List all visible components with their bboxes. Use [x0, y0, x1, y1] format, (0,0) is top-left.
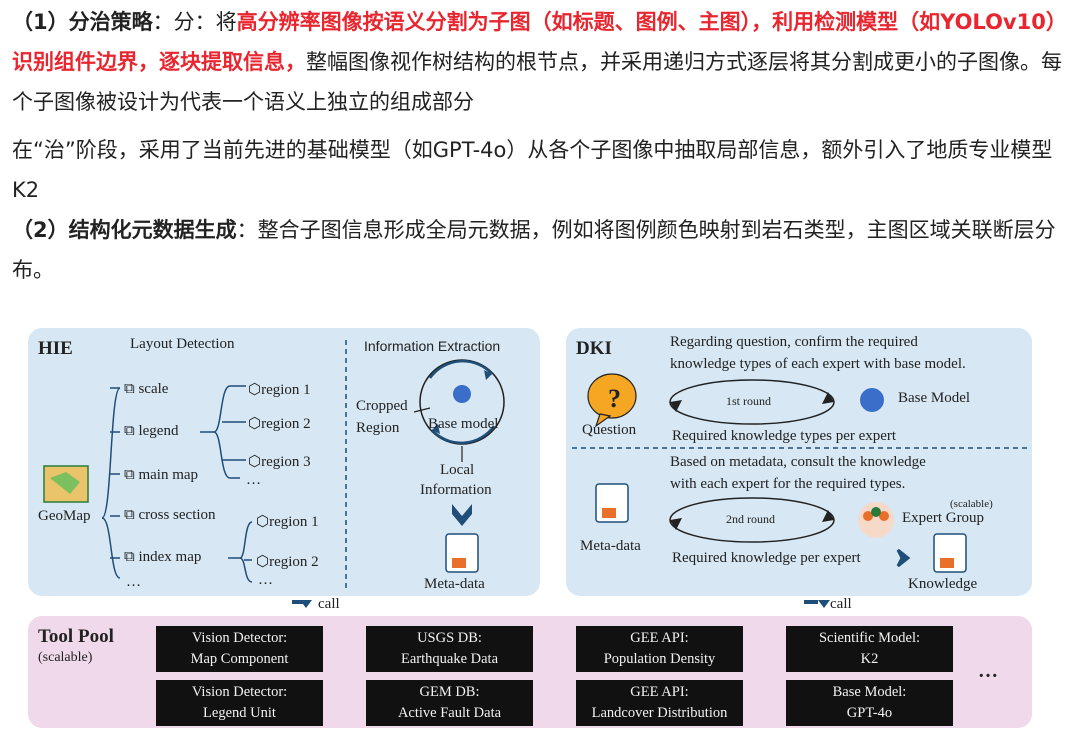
component-main-map-label: main map	[138, 467, 199, 483]
divide-colon: ：分：将	[152, 10, 237, 34]
article-text: （1）分治策略：分：将高分辨率图像按语义分割为子图（如标题、图例、主图），利用检…	[12, 2, 1072, 290]
tool-name: USGS DB:	[417, 630, 482, 646]
component-scale-label: scale	[138, 381, 169, 397]
tool-detail: K2	[860, 651, 879, 667]
tool-pool-subtitle: (scalable)	[38, 650, 93, 665]
metadata-rest: ：整合子图信息形成全局元数据，例如将图例颜色映射到岩石类型，主图区域关联断层分布…	[12, 218, 1056, 282]
dki-base-model-label: Base Model	[898, 390, 971, 406]
component-index-map: ⧉ index map	[124, 549, 202, 565]
component-cross-section-label: cross section	[138, 507, 216, 523]
tool-detail: Landcover Distribution	[591, 705, 728, 721]
component-cross-section: ⧉ cross section	[124, 507, 216, 523]
tool-name: GEM DB:	[419, 684, 480, 700]
tool-detail: Legend Unit	[203, 705, 276, 721]
tool-name: GEE API:	[630, 684, 689, 700]
cropped-label: Cropped	[356, 398, 408, 414]
question-mark-icon: ?	[608, 384, 621, 413]
tool-pool-more: …	[978, 660, 998, 682]
tool-gee-api-landcover: GEE API: Landcover Distribution	[576, 680, 743, 726]
dki-top-line-1: Regarding question, confirm the required	[670, 334, 918, 350]
round-2-label: 2nd round	[726, 512, 775, 526]
information-extraction-title: Information Extraction	[364, 338, 501, 354]
tool-vision-detector-legend-unit: Vision Detector: Legend Unit	[156, 680, 323, 726]
tool-detail: Earthquake Data	[400, 651, 499, 667]
tool-usgs-db: USGS DB: Earthquake Data	[366, 626, 533, 672]
highlight-text: 高分辨率图像按语义分割为子图（如标题、图例、主图），利用检测模型（如YOLOv1…	[12, 10, 1067, 74]
region-b-more: …	[258, 572, 273, 588]
base-model-label: Base model	[428, 416, 499, 432]
region-a-2: ⬡region 2	[248, 416, 311, 432]
region-b-2: ⬡region 2	[256, 554, 319, 570]
component-legend: ⧉ legend	[124, 423, 179, 439]
region-label: Region	[356, 420, 400, 436]
figure-lines	[43, 340, 1028, 608]
tool-vision-detector-map-component: Vision Detector: Map Component	[156, 626, 323, 672]
framework-figure: HIE Layout Detection Information Extract…	[0, 322, 1084, 736]
tool-scientific-model-k2: Scientific Model: K2	[786, 626, 953, 672]
tool-detail: GPT-4o	[846, 705, 893, 721]
required-types-label: Required knowledge types per expert	[672, 428, 897, 444]
region-a-1-label: region 1	[261, 382, 311, 398]
tool-gem-db: GEM DB: Active Fault Data	[366, 680, 533, 726]
expert-group-label: Expert Group	[902, 510, 985, 526]
geomap-label: GeoMap	[38, 508, 91, 524]
tool-detail: Map Component	[190, 651, 289, 667]
information-label: Information	[420, 482, 492, 498]
question-label: Question	[582, 422, 637, 438]
divide-rest: 整幅图像视作树结构的根节点，并采用递归方式逐层将其分割成更小的子图像。每个子图像…	[12, 50, 1062, 114]
dki-mid-line-2: with each expert for the required types.	[670, 476, 906, 492]
heading-divide-strategy: （1）分治策略	[12, 10, 153, 34]
region-a-more: …	[246, 472, 261, 488]
region-a-1: ⬡region 1	[248, 382, 311, 398]
region-b-1-label: region 1	[269, 514, 319, 530]
dki-metadata-label: Meta-data	[580, 538, 641, 554]
dki-top-line-2: knowledge types of each expert with base…	[670, 356, 966, 372]
hie-metadata-label: Meta-data	[424, 576, 485, 592]
layout-detection-title: Layout Detection	[130, 336, 235, 352]
scalable-label: (scalable)	[950, 498, 993, 510]
heading-metadata: （2）结构化元数据生成	[12, 218, 237, 242]
tool-name: Scientific Model:	[818, 630, 921, 646]
component-main-map: ⧉ main map	[124, 467, 199, 483]
required-knowledge-label: Required knowledge per expert	[672, 550, 861, 566]
tool-name: Base Model:	[832, 684, 907, 700]
tool-pool-title: Tool Pool	[38, 626, 114, 647]
tool-gee-api-population: GEE API: Population Density	[576, 626, 743, 672]
paragraph-conquer: 在“治”阶段，采用了当前先进的基础模型（如GPT-4o）从各个子图像中抽取局部信…	[12, 138, 1053, 202]
local-label: Local	[440, 462, 475, 478]
component-more: …	[126, 574, 141, 590]
dki-title: DKI	[576, 338, 612, 359]
component-index-map-label: index map	[138, 549, 202, 565]
call-label-right: call	[830, 596, 852, 612]
round-1-label: 1st round	[726, 394, 771, 408]
component-legend-label: legend	[138, 423, 179, 439]
tool-name: Vision Detector:	[191, 630, 288, 646]
call-label-left: call	[318, 596, 340, 612]
component-scale: ⧉ scale	[124, 381, 169, 397]
paragraph-metadata: （2）结构化元数据生成：整合子图信息形成全局元数据，例如将图例颜色映射到岩石类型…	[12, 210, 1072, 290]
region-a-3-label: region 3	[261, 454, 311, 470]
region-a-3: ⬡region 3	[248, 454, 311, 470]
hie-title: HIE	[38, 338, 73, 359]
tool-name: Vision Detector:	[191, 684, 288, 700]
tool-detail: Active Fault Data	[397, 705, 502, 721]
knowledge-label: Knowledge	[908, 576, 978, 592]
dki-mid-line-1: Based on metadata, consult the knowledge	[670, 454, 926, 470]
tool-name: GEE API:	[630, 630, 689, 646]
tool-detail: Population Density	[603, 651, 716, 667]
region-b-1: ⬡region 1	[256, 514, 319, 530]
tool-base-model-gpt4o: Base Model: GPT-4o	[786, 680, 953, 726]
paragraph-divide-strategy: （1）分治策略：分：将高分辨率图像按语义分割为子图（如标题、图例、主图），利用检…	[12, 2, 1072, 122]
region-b-2-label: region 2	[269, 554, 319, 570]
region-a-2-label: region 2	[261, 416, 311, 432]
